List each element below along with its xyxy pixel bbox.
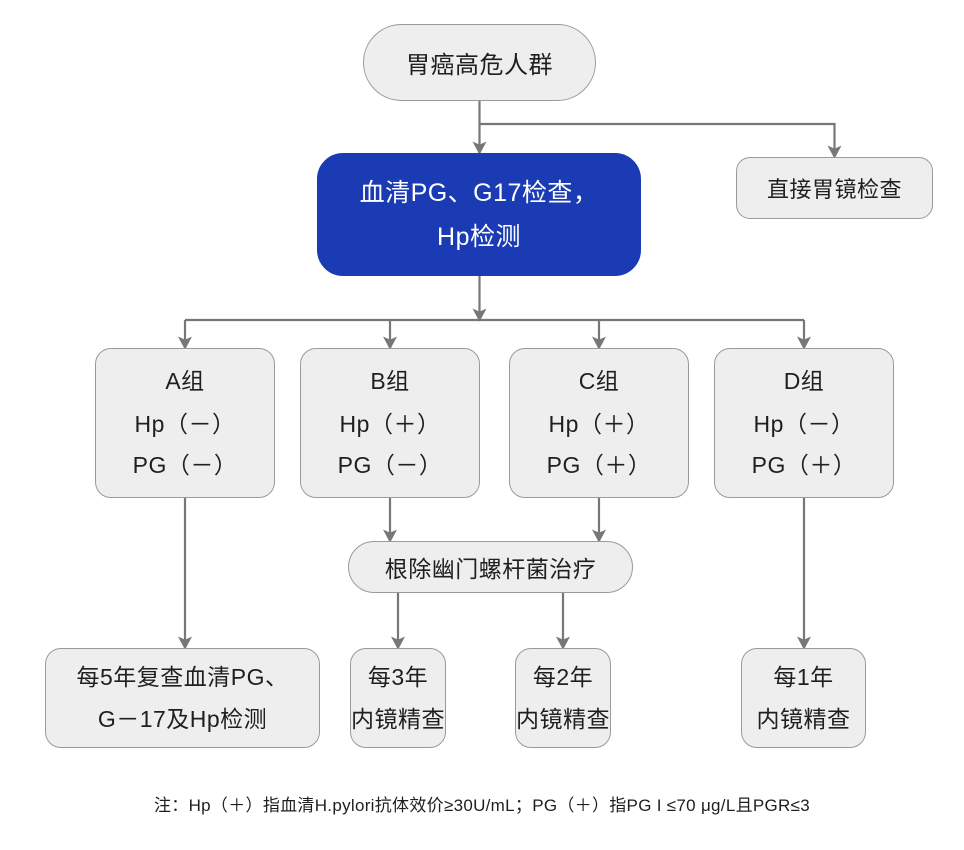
group-pg-status: PG（－） [337, 451, 443, 478]
outcome-line2: G－17及Hp检测 [97, 706, 268, 732]
outcome-line2: 内镜精查 [351, 706, 445, 732]
diagram-footnote: 注：Hp（＋）指血清H.pylori抗体效价≥30U/mL；PG（＋）指PG I… [153, 796, 810, 815]
node-label: 胃癌高危人群 [406, 52, 553, 79]
group-pg-status: PG（＋） [546, 451, 652, 478]
node-label: 根除幽门螺杆菌治疗 [384, 556, 597, 582]
outcome-line2: 内镜精查 [516, 706, 610, 732]
group-name: A组 [165, 367, 205, 394]
group-hp-status: Hp（＋） [548, 410, 650, 437]
group-pg-status: PG（－） [132, 451, 238, 478]
node-group-d[interactable]: D组 Hp（－） PG（＋） [714, 348, 894, 498]
group-name: C组 [578, 367, 620, 394]
group-hp-status: Hp（＋） [339, 410, 441, 437]
node-direct-gastroscopy[interactable]: 直接胃镜检查 [736, 157, 933, 219]
node-group-a[interactable]: A组 Hp（－） PG（－） [95, 348, 275, 498]
group-name: D组 [783, 367, 825, 394]
node-high-risk-population[interactable]: 胃癌高危人群 [363, 24, 596, 101]
group-pg-status: PG（＋） [751, 451, 857, 478]
node-outcome-every-3-years[interactable]: 每3年 内镜精查 [350, 648, 446, 748]
node-group-b[interactable]: B组 Hp（＋） PG（－） [300, 348, 480, 498]
group-hp-status: Hp（－） [753, 410, 855, 437]
node-label-line1: 血清PG、G17检查， [359, 178, 599, 207]
group-hp-status: Hp（－） [134, 410, 236, 437]
node-outcome-every-1-year[interactable]: 每1年 内镜精查 [741, 648, 866, 748]
node-outcome-every-2-years[interactable]: 每2年 内镜精查 [515, 648, 611, 748]
group-name: B组 [370, 367, 410, 394]
node-serum-pg-g17-hp-test[interactable]: 血清PG、G17检查， Hp检测 [317, 153, 641, 276]
node-outcome-every-5-years[interactable]: 每5年复查血清PG、 G－17及Hp检测 [45, 648, 320, 748]
outcome-line1: 每5年复查血清PG、 [76, 664, 289, 690]
outcome-line1: 每1年 [773, 664, 834, 690]
node-label-line2: Hp检测 [437, 222, 521, 251]
outcome-line1: 每3年 [367, 664, 429, 690]
node-label: 直接胃镜检查 [766, 177, 902, 202]
node-hp-eradication-therapy[interactable]: 根除幽门螺杆菌治疗 [348, 541, 633, 593]
outcome-line2: 内镜精查 [756, 706, 851, 732]
outcome-line1: 每2年 [532, 664, 594, 690]
node-group-c[interactable]: C组 Hp（＋） PG（＋） [509, 348, 689, 498]
